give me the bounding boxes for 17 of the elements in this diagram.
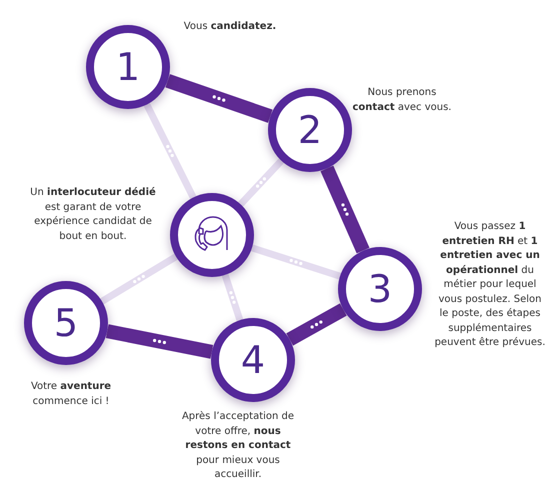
step-description: Vous candidatez. bbox=[182, 20, 278, 34]
step-circle bbox=[86, 25, 170, 109]
step-circle bbox=[211, 318, 295, 402]
step-description: Vous passez 1 entretien RH et 1 entretien avec un opérationnel du métier pour lequel vous postulez. Selon le poste, des étapes supplémentaires peuvent être prévues. bbox=[434, 220, 546, 350]
step-description: Un interlocuteur dédié est garant de votre expérience candidat de bout en bout. bbox=[30, 186, 156, 244]
step-description: Votre aventure commence ici ! bbox=[30, 380, 112, 408]
step-circle bbox=[24, 281, 108, 365]
step-circle bbox=[268, 88, 352, 172]
contact-circle bbox=[170, 193, 254, 277]
step-number: 5 bbox=[54, 304, 78, 342]
step-number: 2 bbox=[298, 111, 322, 149]
step-number: 4 bbox=[240, 341, 266, 379]
step-description: Nous prenons contact avec vous. bbox=[352, 86, 452, 114]
step-number: 1 bbox=[116, 48, 140, 86]
step-number: 3 bbox=[368, 270, 392, 308]
step-circle bbox=[338, 247, 422, 331]
step-description: Après l’acceptation de votre offre, nous restons en contact pour mieux vous accueillir. bbox=[180, 410, 296, 482]
